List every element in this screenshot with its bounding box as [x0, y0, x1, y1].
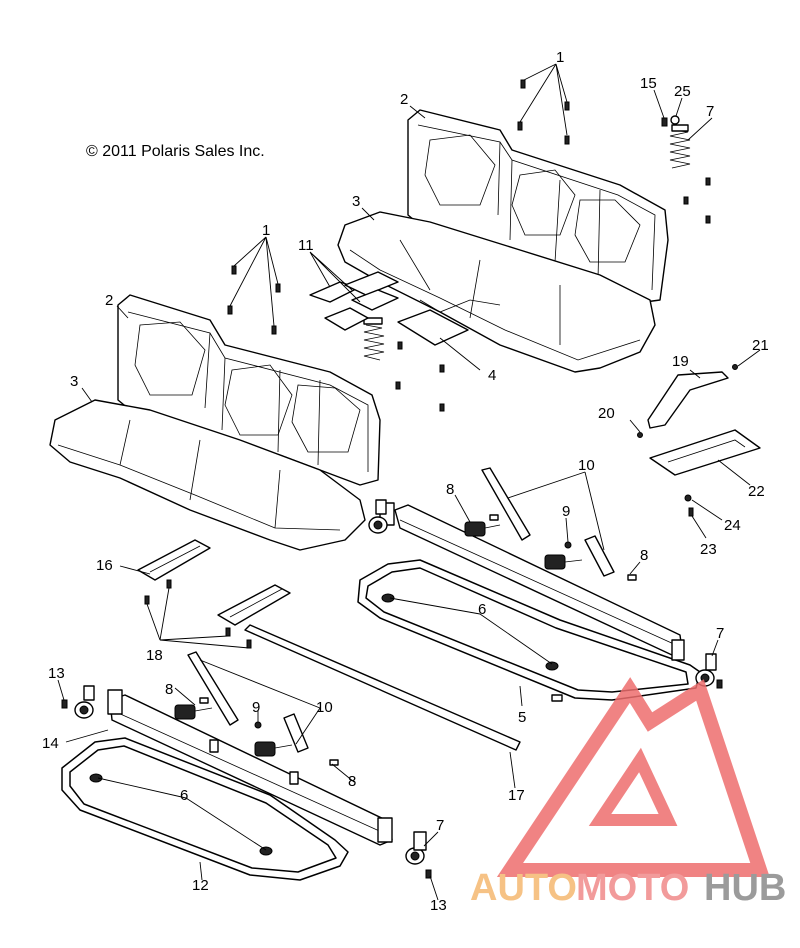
callout-19: 19 — [672, 353, 689, 370]
callout-8: 8 — [348, 773, 356, 790]
callout-2: 2 — [400, 91, 408, 108]
seat-belt-buckle — [464, 467, 637, 581]
seat-support-bracket — [637, 364, 738, 438]
copyright-notice: © 2011 Polaris Sales Inc. — [86, 143, 265, 160]
callout-6: 6 — [180, 787, 188, 804]
callout-2: 2 — [105, 292, 113, 309]
callout-7: 7 — [436, 817, 444, 834]
callout-5: 5 — [518, 709, 526, 726]
seat-latch-spring — [363, 317, 385, 361]
watermark-logo: AUTO MOTO HUB — [470, 677, 786, 909]
callout-25: 25 — [674, 83, 691, 100]
callout-11: 11 — [298, 237, 314, 254]
callout-3: 3 — [70, 373, 78, 390]
seat-latch-handle — [405, 831, 432, 879]
watermark-word-hub: HUB — [704, 867, 786, 909]
callout-14: 14 — [42, 735, 59, 752]
callout-numbers: 1 1 2 2 3 3 4 5 6 6 7 7 7 8 8 8 8 9 9 10… — [42, 49, 769, 914]
leader-lines — [57, 63, 761, 901]
callout-12: 12 — [192, 877, 209, 894]
callout-7: 7 — [706, 103, 714, 120]
seat-latch-handle — [61, 685, 95, 719]
callout-18: 18 — [146, 647, 163, 664]
callout-24: 24 — [724, 517, 741, 534]
front-seat-cushion — [49, 399, 366, 551]
callout-17: 17 — [508, 787, 525, 804]
watermark-word-auto: AUTO — [470, 867, 577, 909]
seat-base-plate — [649, 429, 761, 517]
rear-seat-cushion — [337, 211, 656, 373]
callout-6: 6 — [478, 601, 486, 618]
callout-3: 3 — [352, 193, 360, 210]
callout-10: 10 — [316, 699, 333, 716]
seat-latch-handle — [695, 653, 723, 689]
callout-15: 15 — [640, 75, 657, 92]
watermark-triangle-icon — [496, 677, 770, 877]
callout-1: 1 — [556, 49, 564, 66]
callout-1: 1 — [262, 222, 270, 239]
callout-13: 13 — [48, 665, 65, 682]
callout-23: 23 — [700, 541, 717, 558]
callout-4: 4 — [488, 367, 496, 384]
callout-9: 9 — [562, 503, 570, 520]
callout-7: 7 — [716, 625, 724, 642]
seat-latch-spring — [669, 124, 691, 169]
callout-21: 21 — [752, 337, 769, 354]
watermark-word-moto: MOTO — [576, 867, 689, 909]
front-seat-frame — [61, 689, 393, 881]
callout-8: 8 — [165, 681, 173, 698]
seat-latch-handle — [368, 499, 388, 534]
watermark-inner-triangle-icon — [588, 747, 678, 826]
seat-hinge — [137, 539, 291, 649]
callout-13: 13 — [430, 897, 447, 914]
callout-8: 8 — [640, 547, 648, 564]
callout-16: 16 — [96, 557, 113, 574]
seat-rod — [244, 624, 521, 751]
callout-8: 8 — [446, 481, 454, 498]
callout-22: 22 — [748, 483, 765, 500]
callout-9: 9 — [252, 699, 260, 716]
callout-20: 20 — [598, 405, 615, 422]
callout-10: 10 — [578, 457, 595, 474]
rear-seat-frame — [357, 502, 701, 702]
